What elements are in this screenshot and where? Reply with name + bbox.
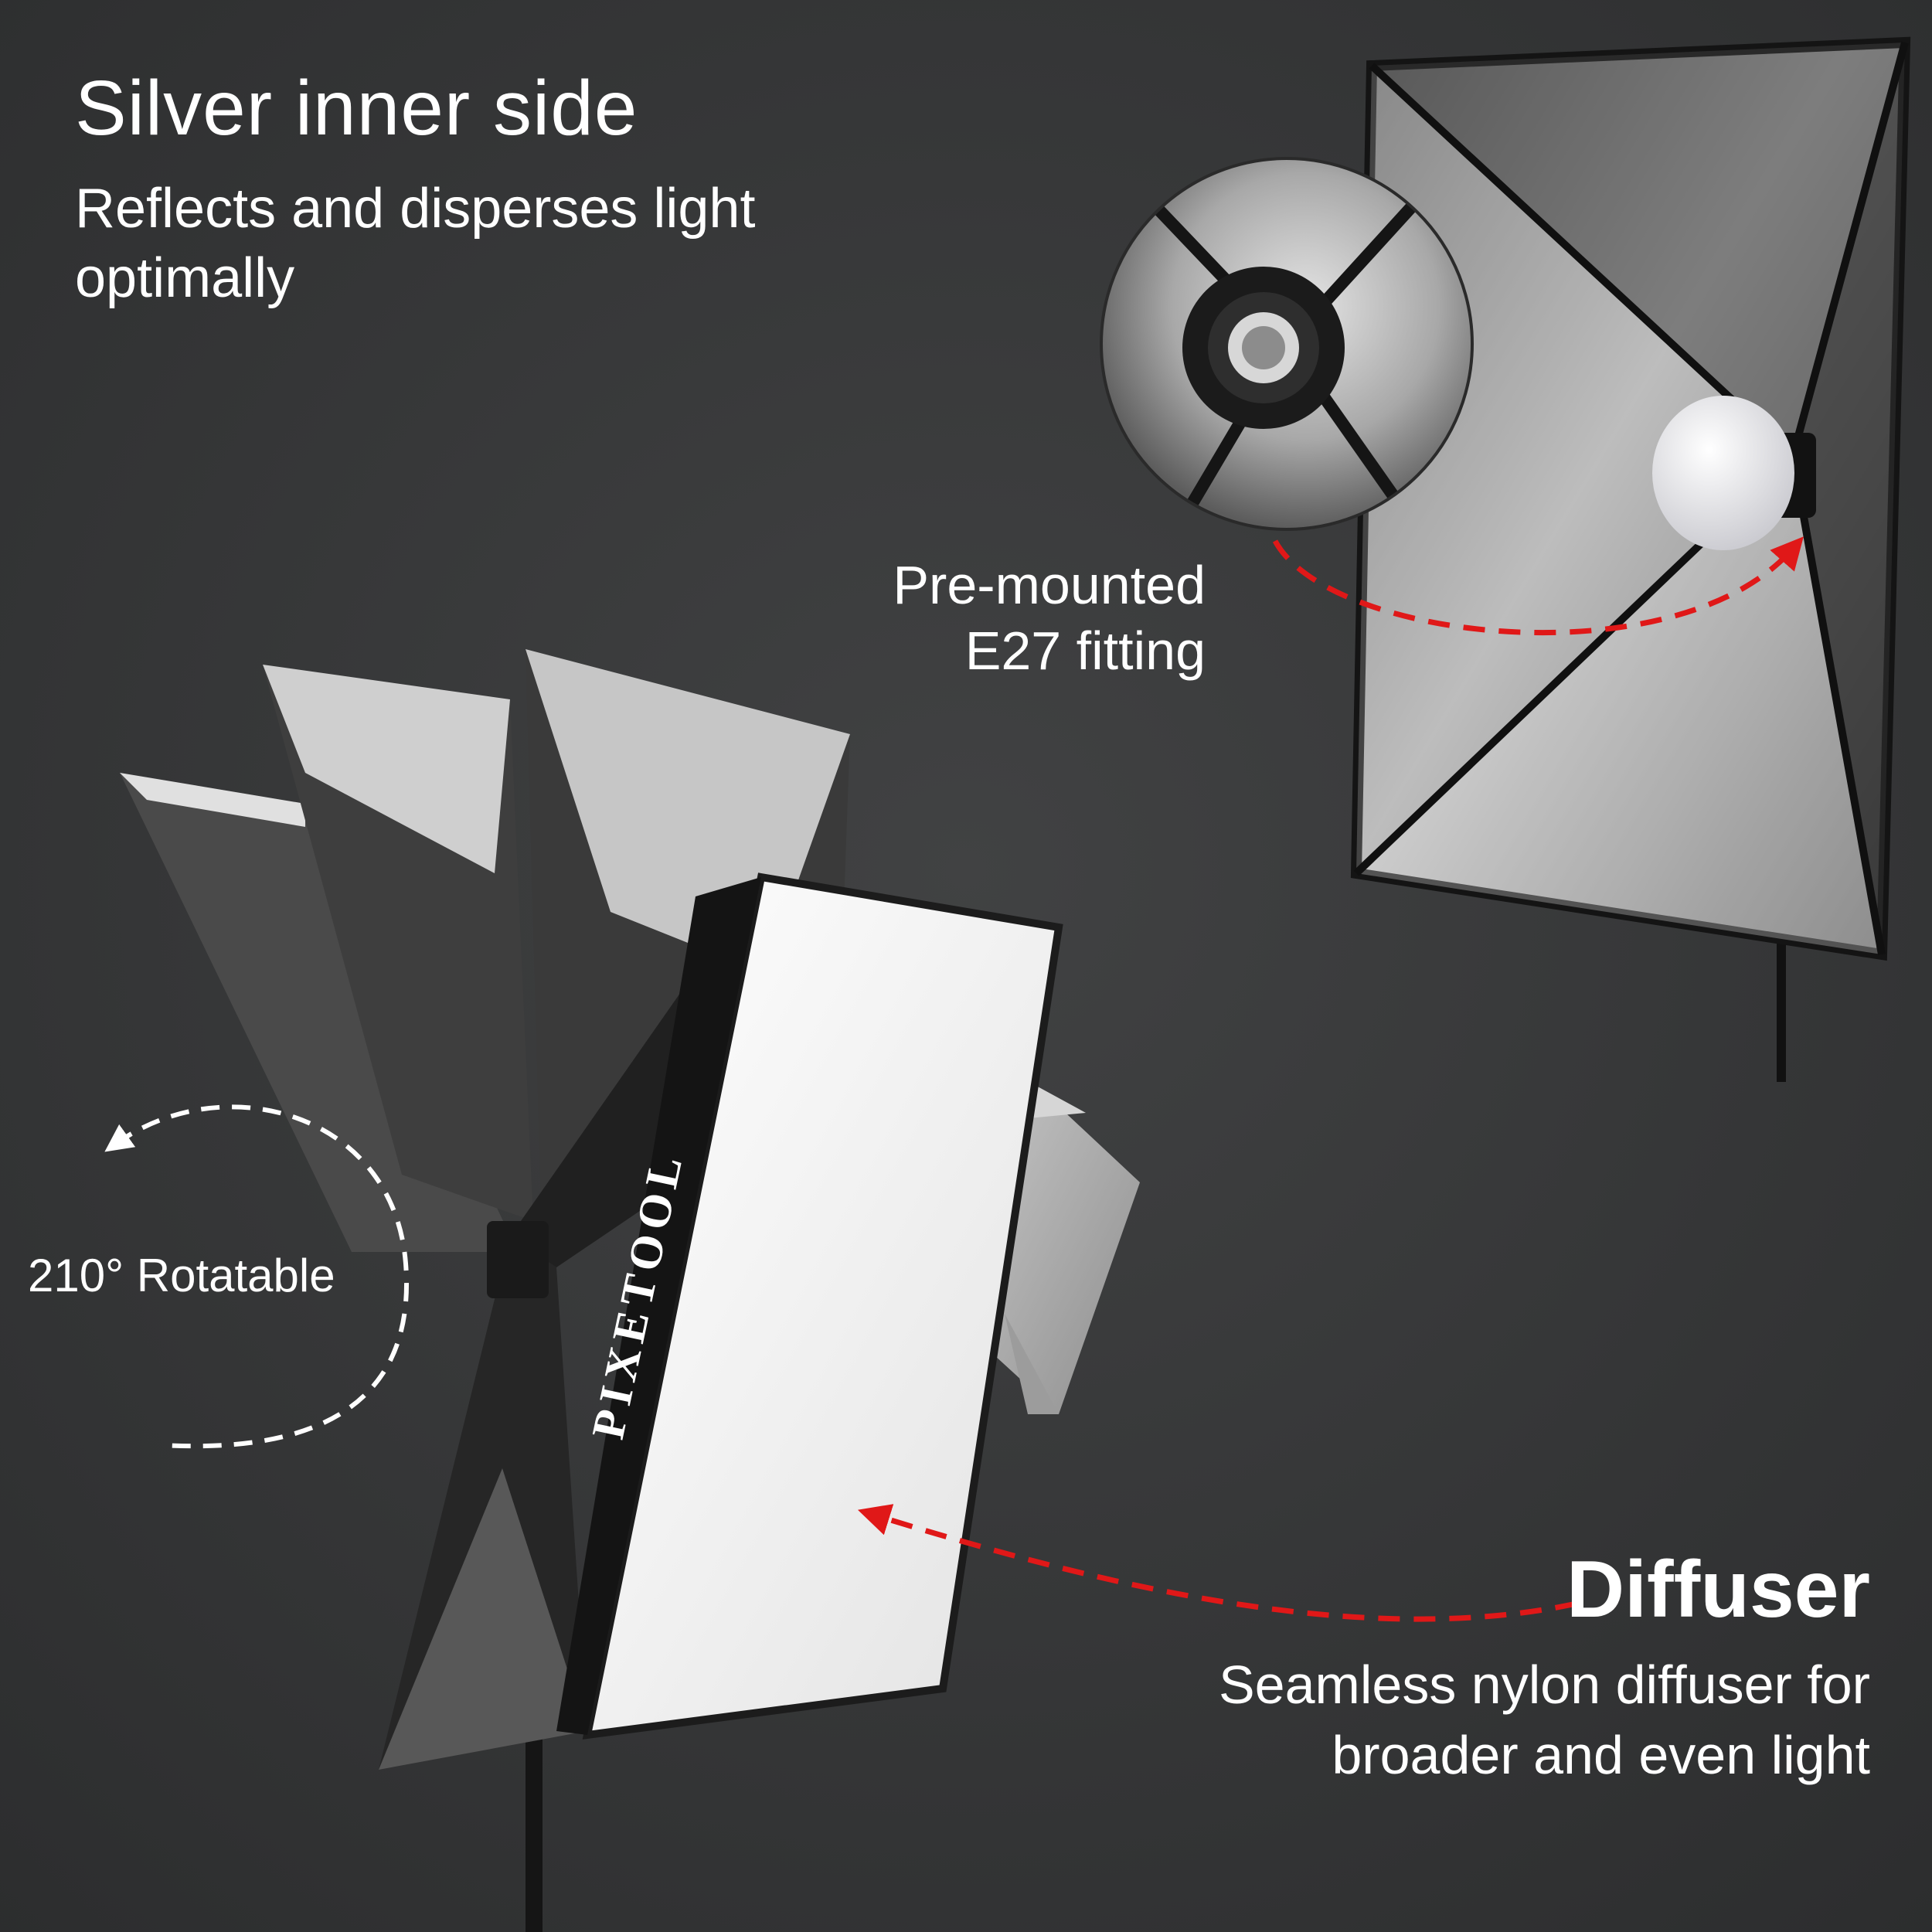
silver-inner-title: Silver inner side <box>75 65 638 151</box>
e27-label-line2: E27 fitting <box>964 621 1206 682</box>
silver-inner-description: Reflects and disperses light optimally <box>75 178 756 309</box>
rotation-arc-icon <box>104 1104 410 1449</box>
e27-label-line1: Pre-mounted <box>893 555 1206 615</box>
softbox-open-view <box>1350 36 1911 1082</box>
e27-fitting-label: Pre-mounted E27 fitting <box>742 553 1206 685</box>
e27-fitting-closeup <box>1100 157 1474 531</box>
diffuser-callout-arrow <box>857 1504 1577 1622</box>
diffuser-description: Seamless nylon diffuser for broader and … <box>1218 1655 1870 1785</box>
diffuser-title: Diffuser <box>1566 1545 1870 1634</box>
softbox-rotation-view: PIXETOOL <box>120 649 1140 1932</box>
e27-callout-arrow <box>1272 536 1804 636</box>
rotatable-label: 210° Rotatable <box>28 1250 335 1301</box>
